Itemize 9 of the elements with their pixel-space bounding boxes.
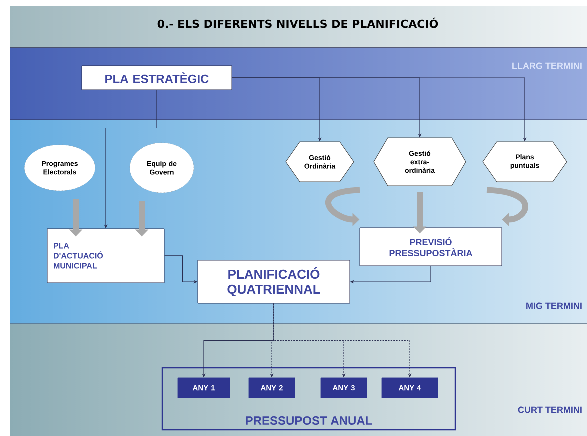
band-label: MIG TERMINI — [526, 302, 582, 310]
text-box: PLA D'ACTUACIÓ MUNICIPAL — [47, 228, 165, 284]
band-label: CURT TERMINI — [518, 406, 582, 414]
band-label: LLARG TERMINI — [512, 62, 582, 70]
text-box: PLA ESTRATÈGIC — [82, 66, 232, 90]
block-arrow — [486, 187, 528, 226]
title: 0.- ELS DIFERENTS NIVELLS DE PLANIFICACIÓ — [158, 18, 438, 28]
text-box: PLANIFICACIÓ QUATRIENNAL — [198, 260, 350, 304]
text-box: PREVISIÓ PRESSUPOSTÀRIA — [360, 228, 502, 266]
